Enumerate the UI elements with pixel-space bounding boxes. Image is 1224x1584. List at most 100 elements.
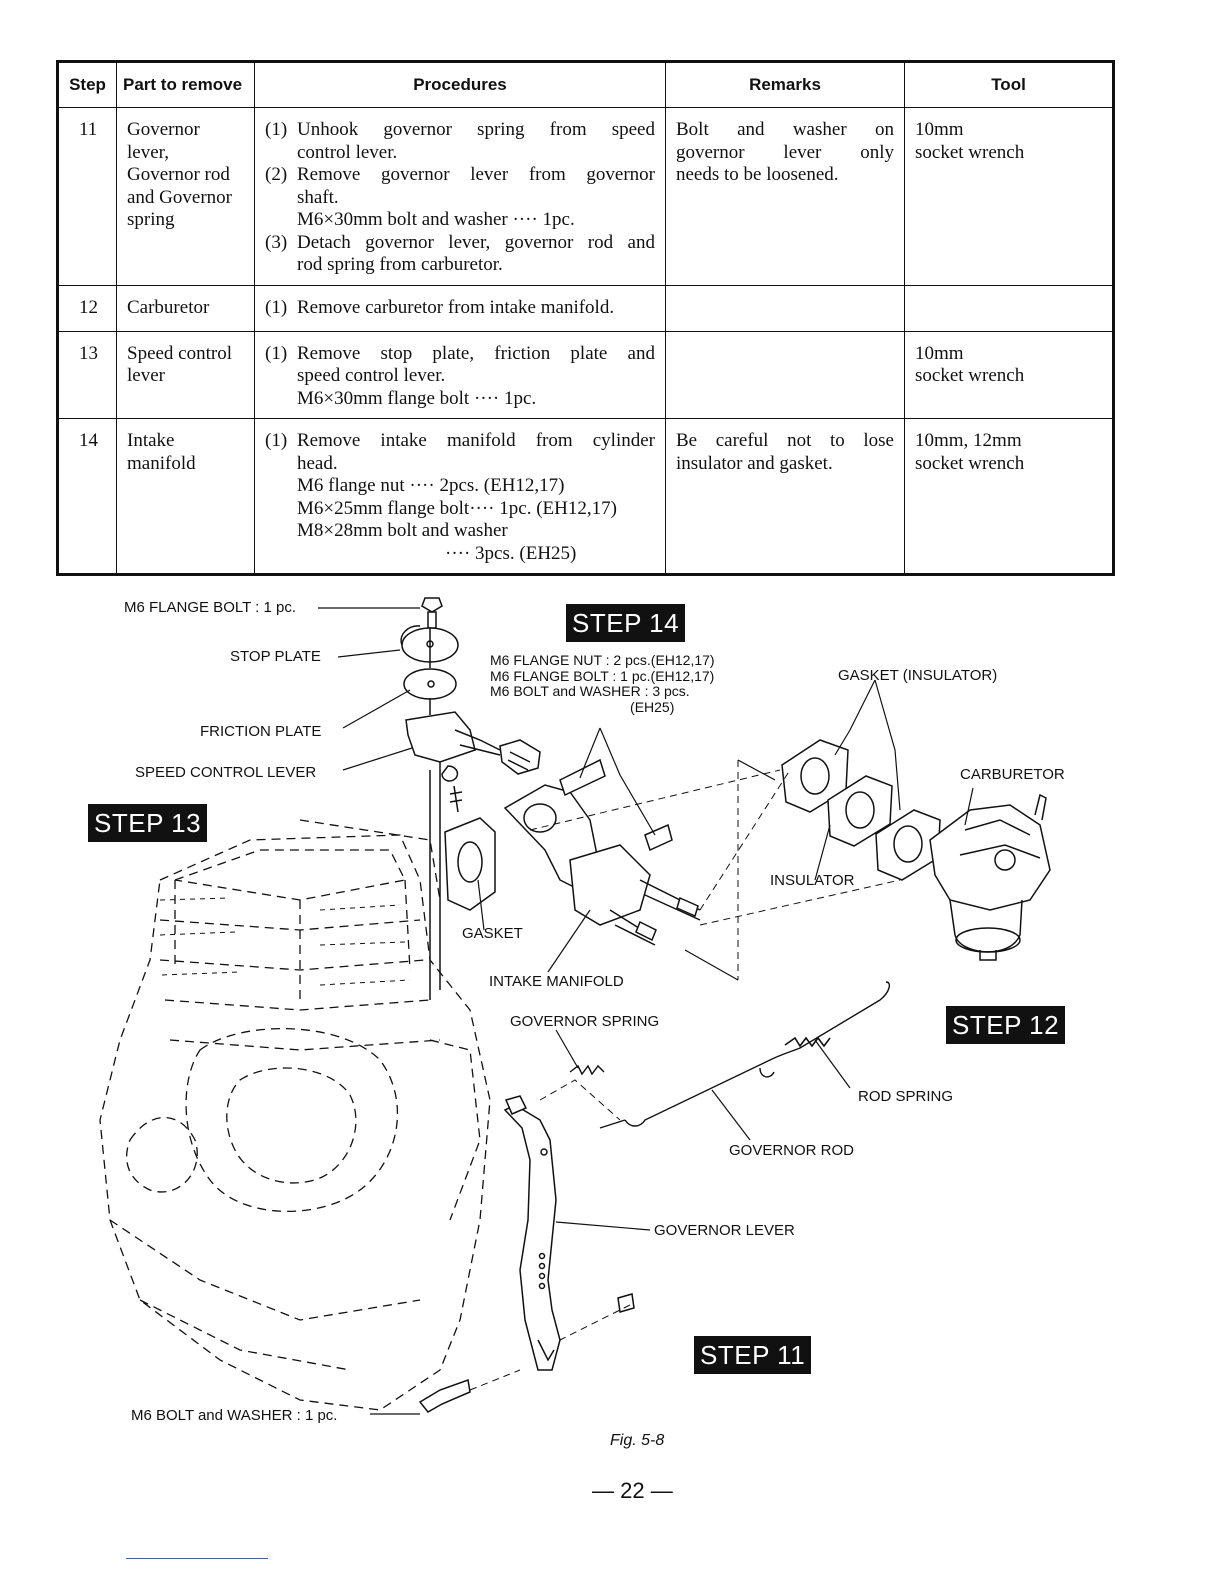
- remarks: Bolt and washer on governor lever only n…: [665, 107, 905, 286]
- governor-rod-drawing: [569, 981, 891, 1129]
- tool: 10mm socket wrench: [904, 330, 1114, 419]
- procedure-text: Detach governor lever, governor rod and: [297, 231, 655, 253]
- remarks-line: needs to be loosened.: [676, 164, 839, 185]
- engine-block-outline: [99, 819, 491, 1411]
- leader-lines: [318, 607, 974, 1415]
- figure-caption: Fig. 5-8: [610, 1432, 665, 1449]
- procedure-number: (3): [265, 231, 288, 253]
- exploded-view-drawing: [99, 597, 1051, 1415]
- procedure-text: Remove stop plate, friction plate and: [297, 342, 655, 364]
- tool: 10mm socket wrench: [904, 107, 1114, 286]
- part-line: lever: [127, 365, 165, 386]
- procedures: (1)Remove intake manifold from cylinder …: [254, 418, 666, 575]
- remarks-line: Bolt and washer on: [676, 119, 894, 140]
- label-governor-lever: GOVERNOR LEVER: [654, 1222, 795, 1239]
- table-row: 11 Governor lever, Governor rod and Gove…: [57, 107, 1114, 286]
- label-rod-spring: ROD SPRING: [858, 1088, 954, 1105]
- procedures: (1) Remove stop plate, friction plate and…: [254, 330, 666, 419]
- label-gasket: GASKET: [462, 925, 523, 942]
- remarks: Be careful not to lose insulator and gas…: [665, 418, 905, 575]
- tool-line: 10mm: [915, 342, 964, 364]
- header-procedures: Procedures: [254, 61, 666, 108]
- part-line: spring: [127, 209, 175, 230]
- header-part-to-remove: Part to remove: [116, 61, 255, 108]
- step-number: 14: [57, 418, 117, 575]
- table-row: 12 Carburetor (1)Remove carburetor from …: [57, 284, 1114, 332]
- governor-lever-drawing: [418, 1095, 635, 1413]
- part-to-remove: Intake manifold: [116, 418, 255, 575]
- step-12-badge: STEP 12: [946, 1006, 1066, 1044]
- carburetor-drawing: [929, 793, 1051, 961]
- tool-line: socket wrench: [915, 365, 1025, 386]
- step-11-badge: STEP 11: [694, 1336, 812, 1374]
- part-line: and Governor: [127, 186, 232, 208]
- label-friction-plate: FRICTION PLATE: [200, 723, 322, 740]
- label-carburetor: CARBURETOR: [960, 766, 1065, 783]
- part-line: Intake: [127, 430, 175, 451]
- header-tool: Tool: [904, 61, 1114, 108]
- table-row: 13 Speed control lever (1) Remove stop pl…: [57, 330, 1114, 419]
- procedure-text: Remove governor lever from governor: [297, 164, 655, 185]
- procedure-part-spec: ···· 3pcs. (EH25): [445, 542, 577, 564]
- header-remarks: Remarks: [665, 61, 905, 108]
- procedure-number: (1): [265, 296, 288, 318]
- label-gasket-insulator: GASKET (INSULATOR): [838, 667, 998, 684]
- step-14-badge: STEP 14: [566, 604, 686, 642]
- procedures: (1) Remove carburetor from intake manifol…: [254, 284, 666, 332]
- part-line: Governor rod: [127, 164, 230, 185]
- part-to-remove: Governor lever, Governor rod and Governo…: [116, 107, 255, 286]
- page-number: — 22 —: [592, 1478, 673, 1503]
- intake-manifold-drawing: [444, 758, 701, 946]
- procedure-text: shaft.: [297, 186, 339, 208]
- procedure-part-spec: M8×28mm bolt and washer: [297, 520, 508, 541]
- procedure-number: (2): [265, 164, 288, 185]
- remarks-line: Be careful not to lose: [676, 430, 894, 451]
- step-number: 13: [57, 330, 117, 419]
- speed-control-assembly: [400, 597, 541, 1000]
- tool-line: socket wrench: [915, 452, 1025, 474]
- label-m6-flange-bolt: M6 FLANGE BOLT : 1 pc.: [124, 599, 297, 616]
- remarks: [665, 284, 905, 332]
- label-intake-manifold: INTAKE MANIFOLD: [489, 973, 624, 990]
- part-line: Carburetor: [127, 296, 210, 318]
- label-insulator: INSULATOR: [770, 872, 855, 889]
- label-speed-control-lever: SPEED CONTROL LEVER: [135, 764, 317, 781]
- exploded-view-figure: M6 FLANGE BOLT : 1 pc. STOP PLATE FRICTI…: [0, 580, 1224, 1480]
- header-step: Step: [57, 61, 117, 108]
- part-line: lever,: [127, 141, 169, 163]
- procedure-part-spec: M6 flange nut ···· 2pcs. (EH12,17): [297, 475, 565, 496]
- label-governor-spring: GOVERNOR SPRING: [510, 1013, 660, 1030]
- procedure-text: Unhook governor spring from speed: [297, 119, 655, 140]
- procedure-number: (1): [265, 342, 288, 364]
- table-row: 14 Intake manifold (1) Remove intake mani…: [57, 418, 1114, 575]
- procedure-number: (1): [265, 430, 288, 451]
- part-line: Governor: [127, 119, 200, 140]
- procedure-text: Remove carburetor from intake manifold.: [297, 296, 615, 318]
- procedure-part-spec: M6×30mm flange bolt ···· 1pc.: [297, 387, 537, 409]
- procedure-part-spec: M6×30mm bolt and washer ···· 1pc.: [297, 209, 575, 230]
- disassembly-steps-table: Step Part to remove Procedures Remarks T…: [56, 60, 1115, 576]
- footer-rule: [126, 1558, 268, 1559]
- part-to-remove: Speed control lever: [116, 330, 255, 419]
- procedure-text: rod spring from carburetor.: [297, 254, 503, 275]
- tool: 10mm, 12mm socket wrench: [904, 418, 1114, 575]
- procedures: (1) Unhook governor spring from speed con…: [254, 107, 666, 286]
- label-m6-bolt-washer: M6 BOLT and WASHER : 1 pc.: [131, 1407, 338, 1424]
- procedure-part-spec: M6×25mm flange bolt···· 1pc. (EH12,17): [297, 497, 617, 519]
- step-number: 11: [57, 107, 117, 286]
- part-to-remove: Carburetor: [116, 284, 255, 332]
- part-line: Speed control: [127, 342, 233, 364]
- remarks-line: governor lever only: [676, 141, 894, 163]
- procedure-text: Remove intake manifold from cylinder: [297, 430, 655, 451]
- procedure-number: (1): [265, 119, 288, 140]
- gasket-insulator-drawing: [781, 739, 941, 881]
- remarks-line: insulator and gasket.: [676, 452, 833, 474]
- tool-line: 10mm, 12mm: [915, 430, 1022, 451]
- tool-line: 10mm: [915, 119, 964, 140]
- remarks: [665, 330, 905, 419]
- procedure-text: control lever.: [297, 141, 398, 163]
- part-line: manifold: [127, 452, 196, 474]
- label-stop-plate: STOP PLATE: [230, 648, 321, 665]
- step-13-badge: STEP 13: [88, 804, 208, 842]
- label-governor-rod: GOVERNOR ROD: [729, 1142, 855, 1159]
